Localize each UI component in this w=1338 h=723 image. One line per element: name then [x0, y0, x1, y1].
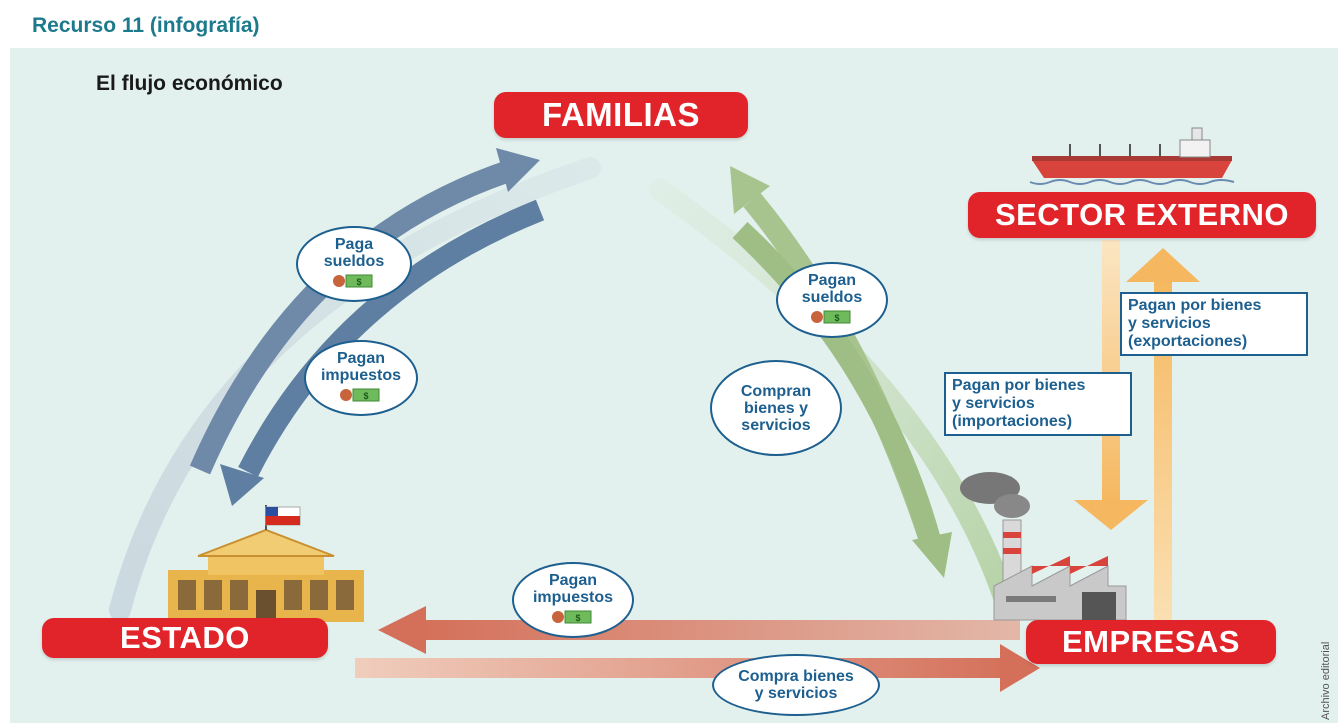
node-empresas: EMPRESAS: [1026, 620, 1276, 664]
pagan-impuestos-empresas-arrow: [420, 620, 1020, 640]
ship-icon: [1029, 127, 1235, 185]
compra-bienes-estado-arrowhead: [1000, 644, 1040, 692]
exportaciones-arrowhead: [1126, 248, 1200, 282]
bubble-pagan-sueldos-empresas: Pagan sueldos $: [776, 262, 888, 338]
bubble-label-line: y servicios: [754, 685, 838, 702]
resource-title: Recurso 11 (infografía): [32, 14, 260, 37]
box-label-line: (exportaciones): [1128, 333, 1248, 350]
government-building-icon: [168, 505, 364, 622]
bubble-label-line: Compra bienes: [738, 668, 854, 685]
bubble-label-line: sueldos: [323, 252, 385, 270]
importaciones-arrow: [1102, 240, 1120, 502]
box-label-line: (importaciones): [952, 413, 1073, 430]
money-icon: $: [339, 387, 383, 407]
pagan-impuestos-empresas-arrowhead: [378, 606, 426, 654]
bubble-label-line: Pagan: [807, 271, 856, 289]
pagan-impuestos-arrowhead: [220, 464, 264, 506]
bubble-label-line: impuestos: [320, 366, 401, 384]
box-label-line: Pagan por bienes: [952, 377, 1086, 394]
bubble-label-line: Pagan: [548, 571, 597, 589]
bubble-label-line: Pagan: [336, 349, 385, 367]
bubble-pagan-impuestos-familias: Pagan impuestos $: [304, 340, 418, 416]
paga-sueldos-arrowhead: [496, 148, 540, 192]
bubble-label-line: impuestos: [532, 588, 613, 606]
exportaciones-arrow: [1154, 280, 1172, 625]
bubble-paga-sueldos: Paga sueldos $: [296, 226, 412, 302]
compran-bienes-arrow: [732, 221, 941, 543]
pagan-impuestos-arrow: [238, 199, 545, 477]
bubble-label-line: bienes y: [743, 399, 809, 417]
money-symbol: $: [834, 313, 839, 323]
bubble-label-line: Paga: [334, 235, 374, 253]
money-symbol: $: [363, 391, 368, 401]
pagan-sueldos-empresas-arrowhead: [730, 166, 770, 214]
bubble-pagan-impuestos-empresas: Pagan impuestos $: [512, 562, 634, 638]
node-familias: FAMILIAS: [494, 92, 748, 138]
node-sector-externo: SECTOR EXTERNO: [968, 192, 1316, 238]
importaciones-arrowhead: [1074, 500, 1148, 530]
box-exportaciones: Pagan por bienes y servicios (exportacio…: [1120, 292, 1308, 356]
box-label-line: y servicios: [1128, 315, 1211, 332]
header: Recurso 11 (infografía): [0, 0, 1338, 48]
bubble-label-line: servicios: [741, 416, 811, 434]
factory-icon: [960, 472, 1127, 621]
image-credit: Archivo editorial: [1320, 641, 1332, 720]
bubble-compra-bienes-estado: Compra bienes y servicios: [712, 654, 880, 716]
money-icon: $: [551, 609, 595, 629]
bubble-compran-bienes: Compran bienes y servicios: [710, 360, 842, 456]
money-symbol: $: [575, 613, 580, 623]
box-label-line: y servicios: [952, 395, 1035, 412]
money-icon: $: [332, 273, 376, 293]
compran-bienes-arrowhead: [912, 532, 952, 578]
money-icon: $: [810, 309, 854, 329]
node-estado: ESTADO: [42, 618, 328, 658]
box-label-line: Pagan por bienes: [1128, 297, 1262, 314]
box-importaciones: Pagan por bienes y servicios (importacio…: [944, 372, 1132, 436]
diagram-subtitle: El flujo económico: [96, 72, 283, 95]
bubble-label-line: sueldos: [801, 288, 863, 306]
bubble-label-line: Compran: [740, 382, 812, 400]
compra-bienes-estado-arrow: [355, 658, 1015, 678]
money-symbol: $: [356, 277, 361, 287]
